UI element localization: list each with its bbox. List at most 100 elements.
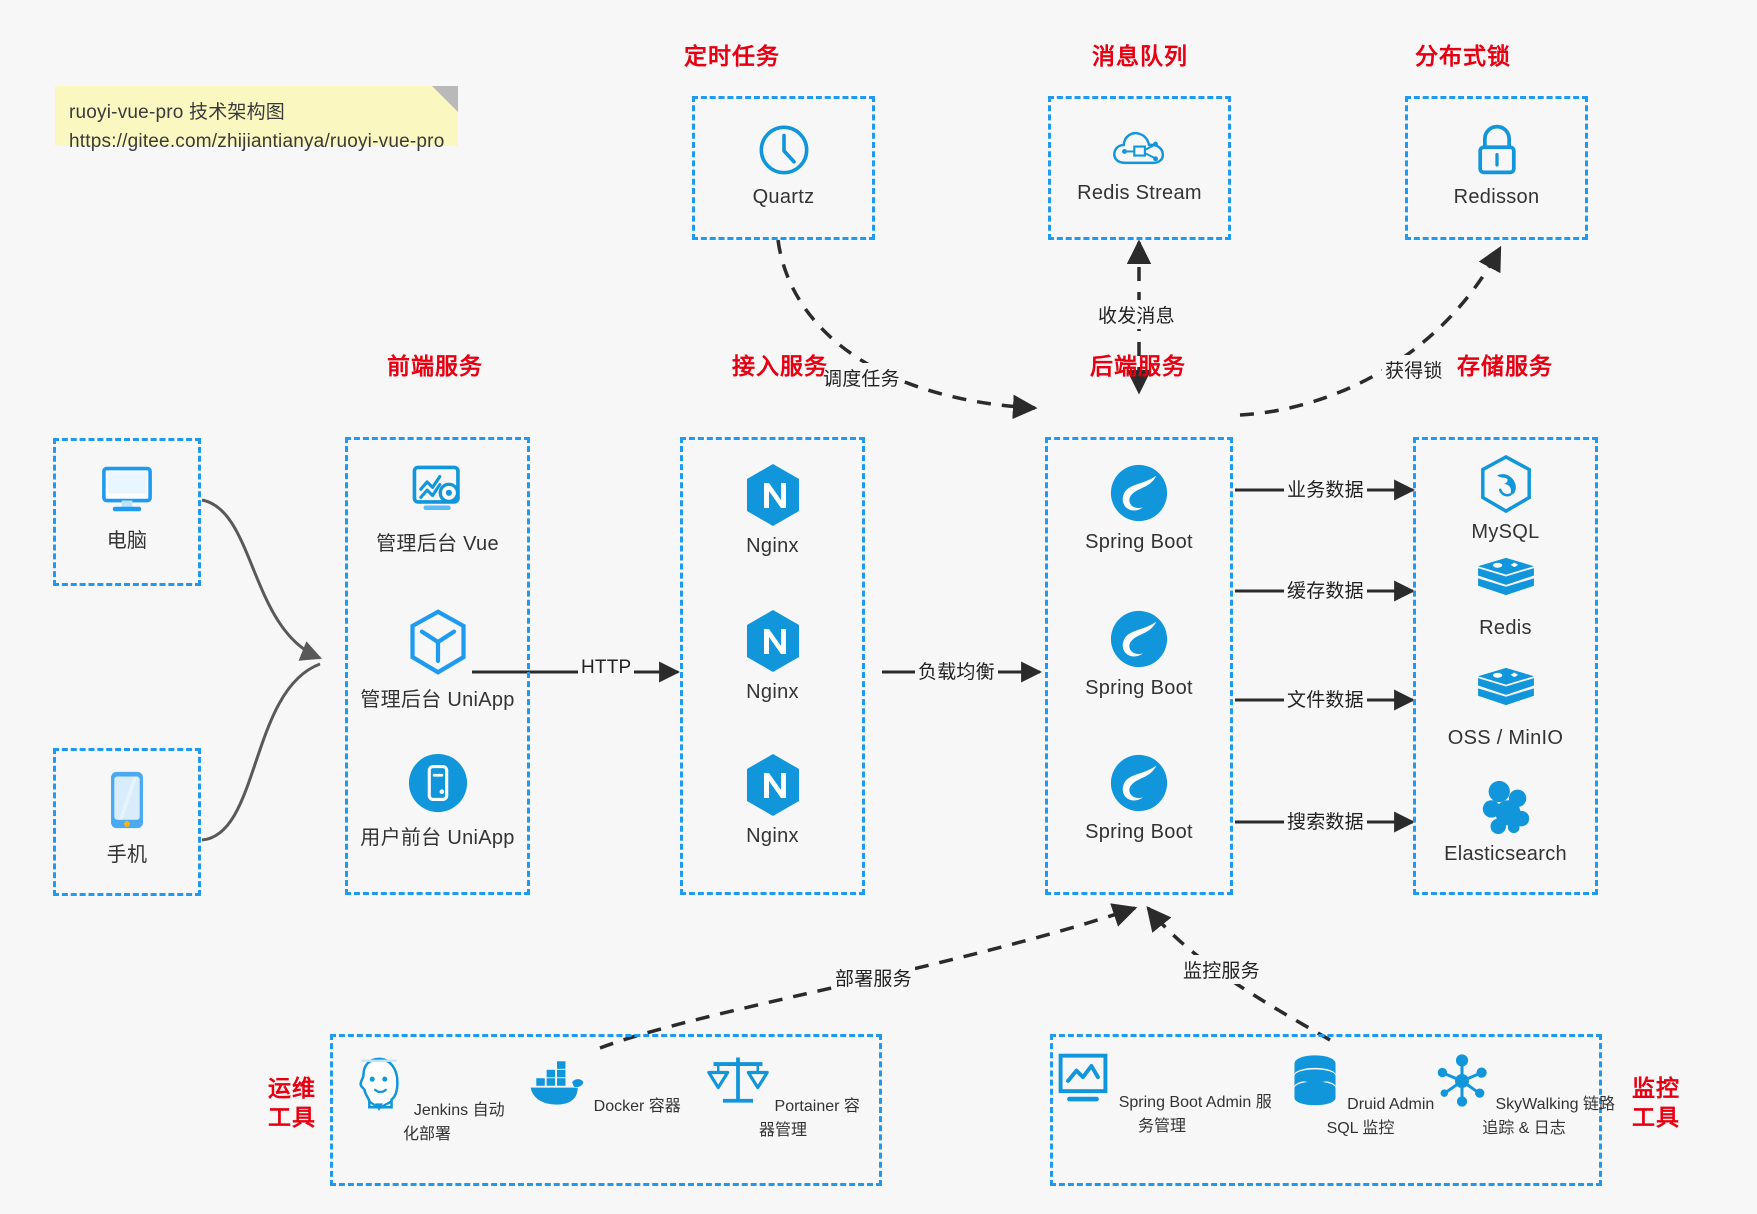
note-line-1: ruoyi-vue-pro 技术架构图 — [69, 102, 286, 123]
cloud-network-icon — [1051, 123, 1228, 175]
edge-label-schedule-task: 调度任务 — [820, 363, 903, 392]
node-label: Portainer — [774, 1098, 840, 1115]
node-label: 手机 — [106, 844, 148, 866]
nginx-icon — [683, 752, 862, 818]
group-box-mq: Redis Stream — [1048, 96, 1231, 240]
group-title-monitor-line2: 工具 — [1632, 1103, 1680, 1130]
node-nginx-2[interactable]: Nginx — [683, 608, 862, 704]
node-mysql[interactable]: MySQL — [1416, 454, 1595, 544]
node-mobile[interactable]: 手机 — [56, 769, 198, 867]
group-title-gateway: 接入服务 — [732, 353, 828, 379]
node-oss-minio[interactable]: OSS / MinIO — [1416, 666, 1595, 750]
edge-schedule-task — [776, 239, 1038, 420]
node-label: Redis — [1479, 617, 1532, 639]
group-title-frontend: 前端服务 — [387, 353, 483, 379]
node-label: 管理后台 UniApp — [360, 689, 515, 711]
node-label: Redisson — [1453, 186, 1540, 208]
group-box-client-pc: 电脑 — [53, 438, 201, 586]
node-nginx-1[interactable]: Nginx — [683, 462, 862, 558]
node-label: Nginx — [746, 535, 799, 557]
node-label: Nginx — [746, 825, 799, 847]
note-line-2: https://gitee.com/zhijiantianya/ruoyi-vu… — [69, 131, 445, 153]
dashboard-gear-icon — [348, 462, 527, 520]
node-sublabel: 自动化部署 — [402, 1102, 505, 1143]
node-label: OSS / MinIO — [1447, 727, 1564, 749]
node-label: 管理后台 Vue — [376, 533, 499, 555]
node-admin-uniapp[interactable]: 管理后台 UniApp — [348, 608, 527, 712]
edge-label-cache-data: 缓存数据 — [1284, 575, 1367, 604]
lock-icon — [1408, 121, 1585, 179]
node-druid-admin[interactable]: Druid Admin SQL 监控 — [1273, 1053, 1448, 1138]
node-pc[interactable]: 电脑 — [56, 461, 198, 553]
edge-label-acquire-lock: 获得锁 — [1382, 355, 1446, 384]
node-label: Docker — [593, 1098, 645, 1115]
group-box-devops: Jenkins 自动化部署 Docker 容器 — [330, 1034, 882, 1186]
group-box-lock: Redisson — [1405, 96, 1588, 240]
edge-label-deploy: 部署服务 — [832, 963, 915, 992]
nginx-icon — [683, 462, 862, 528]
node-portainer[interactable]: Portainer 容器管理 — [703, 1051, 863, 1140]
node-label: 用户前台 UniApp — [360, 827, 515, 849]
spring-icon — [1048, 752, 1230, 814]
node-redisson[interactable]: Redisson — [1408, 121, 1585, 209]
database-icon — [1287, 1055, 1347, 1113]
skywalking-icon — [1433, 1054, 1495, 1113]
group-box-backend: Spring Boot Spring Boot Spring Boot — [1045, 437, 1233, 895]
node-user-uniapp[interactable]: 用户前台 UniApp — [348, 752, 527, 850]
node-label: 电脑 — [106, 530, 148, 552]
group-title-lock: 分布式锁 — [1415, 43, 1511, 69]
group-box-frontend: 管理后台 Vue 管理后台 UniApp — [345, 437, 530, 895]
group-title-devops-line1: 运维 — [268, 1075, 316, 1101]
docker-icon — [525, 1061, 593, 1115]
node-elasticsearch[interactable]: Elasticsearch — [1416, 778, 1595, 866]
node-label: Spring Boot — [1085, 677, 1193, 699]
node-label: Spring Boot — [1085, 531, 1193, 553]
node-spring-boot-1[interactable]: Spring Boot — [1048, 462, 1230, 554]
edge-label-monitor: 监控服务 — [1180, 955, 1263, 984]
scales-icon — [706, 1057, 774, 1115]
node-admin-vue[interactable]: 管理后台 Vue — [348, 462, 527, 556]
mysql-icon — [1416, 454, 1595, 514]
node-sublabel: 容器管理 — [758, 1098, 860, 1139]
jenkins-icon — [349, 1057, 413, 1119]
group-box-monitor: Spring Boot Admin 服务管理 Druid Admin SQL 监… — [1047, 1034, 1615, 1186]
node-label: MySQL — [1471, 521, 1540, 543]
node-jenkins[interactable]: Jenkins 自动化部署 — [347, 1053, 507, 1144]
clock-icon — [695, 121, 872, 179]
group-box-client-mobile: 手机 — [53, 748, 201, 896]
cube-icon — [348, 608, 527, 676]
edge-label-load-balance: 负载均衡 — [915, 656, 998, 685]
group-title-devops: 运维 工具 — [254, 1074, 330, 1132]
smartphone-icon — [56, 769, 198, 831]
node-spring-boot-admin[interactable]: Spring Boot Admin 服务管理 — [1047, 1051, 1277, 1136]
edge-mobile-to-frontend — [201, 662, 321, 842]
node-label: Nginx — [746, 681, 799, 703]
node-label: SkyWalking — [1495, 1096, 1579, 1113]
spring-icon — [1048, 608, 1230, 670]
nginx-icon — [683, 608, 862, 674]
mobile-circle-icon — [348, 752, 527, 814]
node-docker[interactable]: Docker 容器 — [523, 1053, 683, 1116]
edge-label-search-data: 搜索数据 — [1284, 806, 1367, 835]
node-redis[interactable]: Redis — [1416, 556, 1595, 640]
node-nginx-3[interactable]: Nginx — [683, 752, 862, 848]
node-skywalking[interactable]: SkyWalking 链路追踪 & 日志 — [1431, 1053, 1617, 1138]
group-title-monitor-line1: 监控 — [1632, 1075, 1680, 1101]
node-spring-boot-3[interactable]: Spring Boot — [1048, 752, 1230, 844]
note-fold-corner — [432, 86, 458, 112]
group-title-storage: 存储服务 — [1457, 353, 1553, 379]
node-label: Spring Boot Admin — [1118, 1094, 1252, 1111]
group-title-mq: 消息队列 — [1092, 43, 1188, 69]
node-redis-stream[interactable]: Redis Stream — [1051, 123, 1228, 205]
group-title-devops-line2: 工具 — [268, 1103, 316, 1130]
edge-label-http: HTTP — [578, 656, 635, 680]
group-box-storage: MySQL Redis — [1413, 437, 1598, 895]
node-label: Spring Boot — [1085, 821, 1193, 843]
node-label: Jenkins — [413, 1102, 469, 1119]
node-label: Quartz — [752, 186, 815, 208]
node-sublabel: 链路追踪 & 日志 — [1482, 1096, 1615, 1137]
node-spring-boot-2[interactable]: Spring Boot — [1048, 608, 1230, 700]
group-box-gateway: Nginx Nginx Nginx — [680, 437, 865, 895]
node-sublabel: SQL 监控 — [1326, 1120, 1395, 1137]
node-quartz[interactable]: Quartz — [695, 121, 872, 209]
